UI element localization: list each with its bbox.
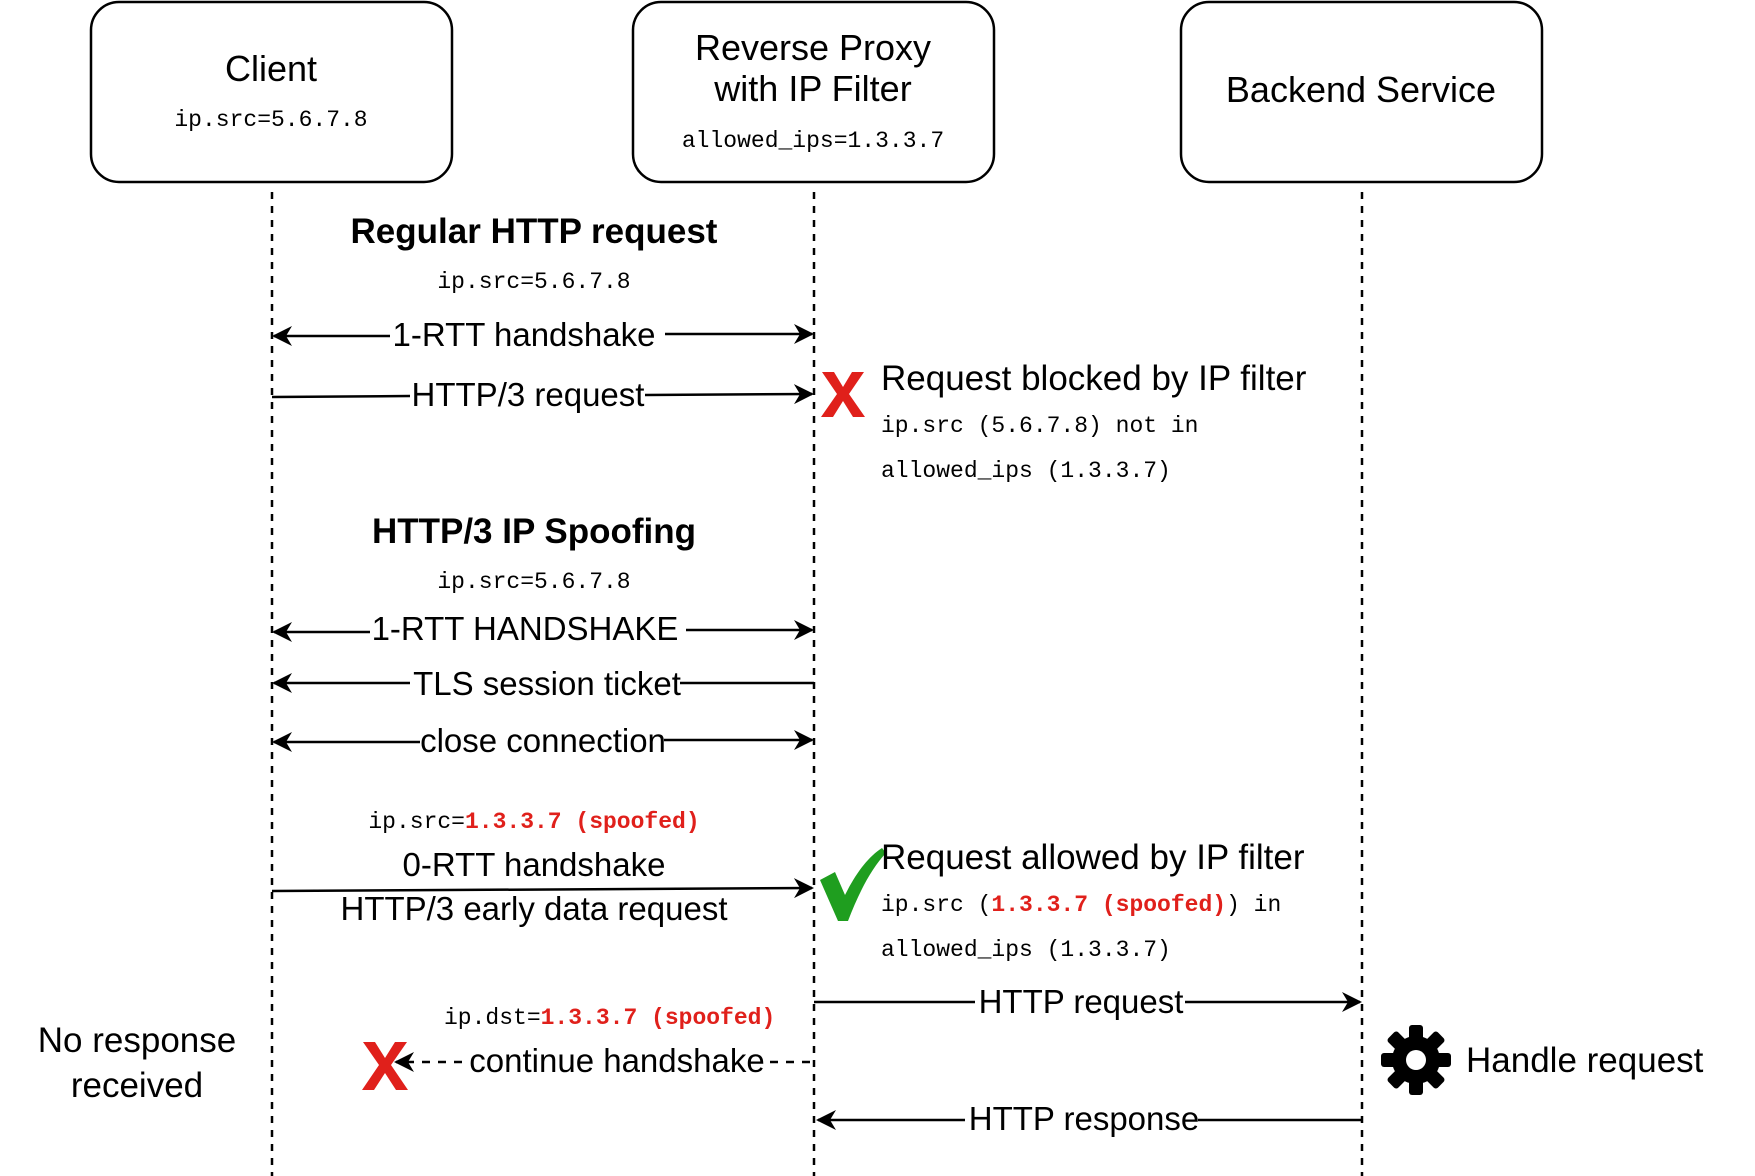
- spoofed-src-value: 1.3.3.7 (spoofed): [465, 809, 700, 835]
- section2-src: ip.src=5.6.7.8: [437, 569, 630, 595]
- request-arrow: [644, 384, 814, 405]
- allowed-line1-prefix: ip.src (: [881, 892, 991, 918]
- allowed-line2: allowed_ips (1.3.3.7): [881, 937, 1171, 963]
- spoofed-dst-value: 1.3.3.7 (spoofed): [541, 1005, 776, 1031]
- blocked-line1: ip.src (5.6.7.8) not in: [881, 413, 1198, 439]
- spoofed-dst-prefix: ip.dst=: [444, 1005, 541, 1031]
- cross-icon: [362, 1042, 408, 1090]
- participant-proxy: Reverse Proxy with IP Filter allowed_ips…: [631, 0, 996, 184]
- no-response-line2: received: [71, 1066, 203, 1105]
- msg-close-connection: close connection: [420, 722, 666, 759]
- cross-icon: [821, 372, 865, 417]
- msg-early-data-request: HTTP/3 early data request: [340, 890, 727, 927]
- proxy-name-line1: Reverse Proxy: [695, 27, 931, 68]
- section2-title: HTTP/3 IP Spoofing: [372, 512, 696, 551]
- spoofed-dst: ip.dst=1.3.3.7 (spoofed): [444, 1005, 775, 1031]
- msg-1rtt-handshake-caps: 1-RTT HANDSHAKE: [372, 610, 679, 647]
- msg-0rtt-handshake: 0-RTT handshake: [403, 846, 666, 883]
- proxy-name-line2: with IP Filter: [713, 68, 911, 109]
- spoofed-src-prefix: ip.src=: [368, 809, 465, 835]
- msg-http3-request: HTTP/3 request: [412, 376, 645, 413]
- client-name: Client: [225, 48, 317, 89]
- section1-src: ip.src=5.6.7.8: [437, 269, 630, 295]
- participant-client: Client ip.src=5.6.7.8: [89, 0, 454, 184]
- handle-request-label: Handle request: [1466, 1041, 1704, 1080]
- allowed-title: Request allowed by IP filter: [881, 838, 1305, 877]
- request-line: [271, 394, 411, 399]
- msg-1rtt-handshake: 1-RTT handshake: [393, 316, 656, 353]
- msg-http-response: HTTP response: [969, 1100, 1199, 1137]
- blocked-line2: allowed_ips (1.3.3.7): [881, 458, 1171, 484]
- gear-icon: [1381, 1025, 1451, 1095]
- no-response-line1: No response: [38, 1021, 236, 1060]
- client-ip: ip.src=5.6.7.8: [174, 107, 367, 133]
- proxy-config: allowed_ips=1.3.3.7: [682, 128, 944, 154]
- section1-title: Regular HTTP request: [351, 212, 718, 251]
- allowed-line1-suffix: ) in: [1226, 892, 1281, 918]
- checkmark-icon: [820, 848, 886, 921]
- early-data-arrow: [271, 878, 814, 899]
- blocked-title: Request blocked by IP filter: [881, 359, 1307, 398]
- msg-tls-session-ticket: TLS session ticket: [413, 665, 681, 702]
- spoofed-src: ip.src=1.3.3.7 (spoofed): [368, 809, 699, 835]
- msg-continue-handshake: continue handshake: [469, 1042, 764, 1079]
- msg-http-request: HTTP request: [979, 983, 1184, 1020]
- participant-backend: Backend Service: [1179, 0, 1544, 184]
- backend-name: Backend Service: [1226, 69, 1496, 110]
- allowed-line1: ip.src (1.3.3.7 (spoofed)) in: [881, 892, 1281, 918]
- allowed-line1-value: 1.3.3.7 (spoofed): [991, 892, 1226, 918]
